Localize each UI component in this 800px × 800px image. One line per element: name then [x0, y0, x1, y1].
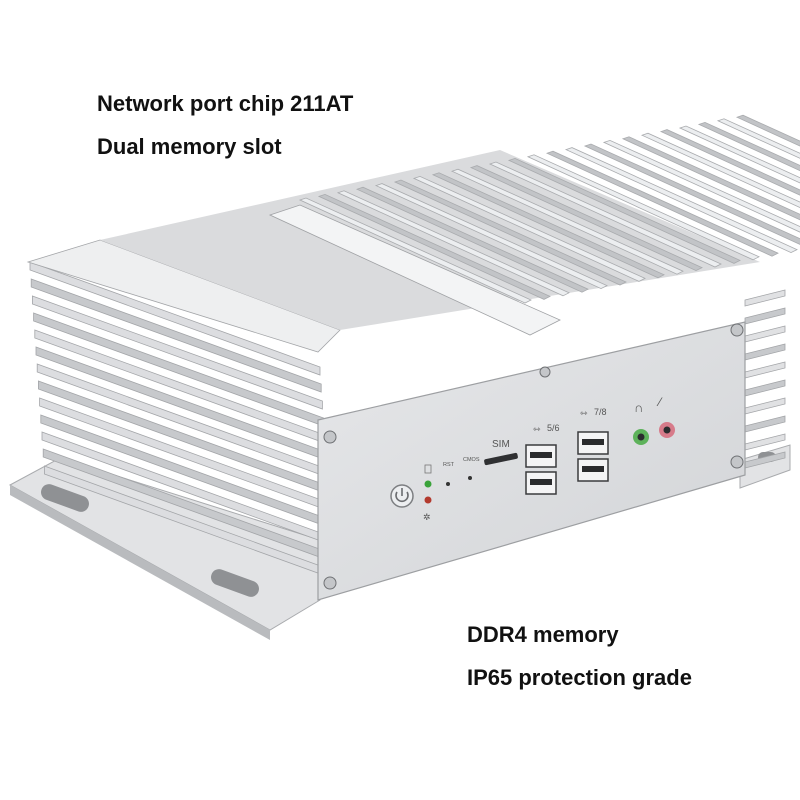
heatsink-fin [374, 183, 608, 290]
heatsink-fin [697, 121, 800, 172]
cmos-label: CMOS [463, 457, 480, 463]
heatsink-fin [583, 143, 800, 245]
heatsink-fin [30, 278, 322, 393]
sim-slot-area: SIM [484, 439, 519, 466]
usb-port-5[interactable] [525, 444, 557, 468]
cmos-pinhole[interactable] [468, 476, 472, 480]
heatsink-fin [412, 175, 646, 282]
heatsink-fin [744, 433, 786, 451]
heatsink-fin [564, 147, 798, 254]
headphone-jack[interactable] [633, 429, 649, 445]
heatsink-fin [678, 125, 800, 184]
usb-icon: ⇿ [580, 408, 588, 418]
heatsink-fin [336, 190, 570, 297]
sim-slot[interactable] [484, 452, 519, 466]
light-icon: ✲ [423, 512, 431, 522]
heatsink-fin [469, 165, 703, 272]
right-heatsink-fins [744, 289, 786, 469]
left-heatsink-fins [26, 239, 341, 580]
heatsink-fin [355, 186, 589, 293]
rst-label: RST [443, 462, 455, 468]
heatsink-fin [431, 172, 665, 279]
status-leds: ✲ [423, 464, 432, 522]
heatsink-fin [393, 179, 627, 286]
sim-label: SIM [492, 439, 510, 450]
heatsink-fin [659, 129, 800, 196]
microphone-icon: ⁄ [656, 395, 663, 409]
heatsink-fin [716, 118, 800, 159]
microphone-jack[interactable] [659, 422, 675, 438]
heatsink-fin [744, 379, 786, 397]
usb-port-8[interactable] [577, 458, 609, 482]
heatsink-fin [298, 197, 532, 304]
usb-port-7[interactable] [577, 431, 609, 455]
heatsink-fin [744, 325, 786, 343]
headphone-icon: ∩ [634, 400, 643, 415]
feature-caption-memory-slot: Dual memory slot [97, 134, 282, 159]
heatsink-fin [744, 307, 786, 325]
feature-caption-ip65: IP65 protection grade [467, 665, 692, 690]
reset-pinhole[interactable] [446, 482, 450, 486]
power-button[interactable] [390, 484, 414, 508]
heatsink-fin [744, 343, 786, 361]
led-green [424, 480, 432, 488]
heatsink-fin [744, 361, 786, 379]
heatsink-fin [621, 136, 800, 221]
disk-icon [424, 464, 432, 474]
usb-group-7-8: ⇿ 7/8 [577, 407, 609, 482]
usb-icon: ⇿ [533, 424, 541, 434]
heatsink-fin [526, 154, 760, 261]
heatsink-fin [545, 150, 779, 257]
heatsink-fin [744, 415, 786, 433]
power-icon [395, 491, 409, 503]
heatsink-fin [602, 139, 800, 233]
heatsink-fin [317, 193, 551, 300]
heatsink-fin [744, 397, 786, 415]
top-heatsink-fins [100, 114, 800, 336]
heatsink-fin [32, 295, 323, 410]
heatsink-fin [450, 168, 684, 275]
feature-caption-network-chip: Network port chip 211AT [97, 91, 354, 116]
heatsink-fin [507, 157, 741, 264]
audio-jacks: ∩ ⁄ [633, 395, 675, 445]
feature-caption-ddr4: DDR4 memory [467, 622, 619, 647]
reset-cmos-area: RST CMOS [443, 457, 480, 486]
heatsink-fin [488, 161, 722, 268]
heatsink-fin [735, 114, 800, 147]
usb-5-6-label: 5/6 [547, 423, 560, 433]
usb-group-5-6: ⇿ 5/6 [525, 423, 560, 495]
heatsink-center-plate [268, 204, 561, 336]
heatsink-fin [29, 261, 321, 376]
heatsink-fin [640, 132, 800, 208]
usb-7-8-label: 7/8 [594, 407, 607, 417]
led-red [424, 496, 432, 504]
heatsink-fin [744, 289, 786, 307]
usb-port-6[interactable] [525, 471, 557, 495]
